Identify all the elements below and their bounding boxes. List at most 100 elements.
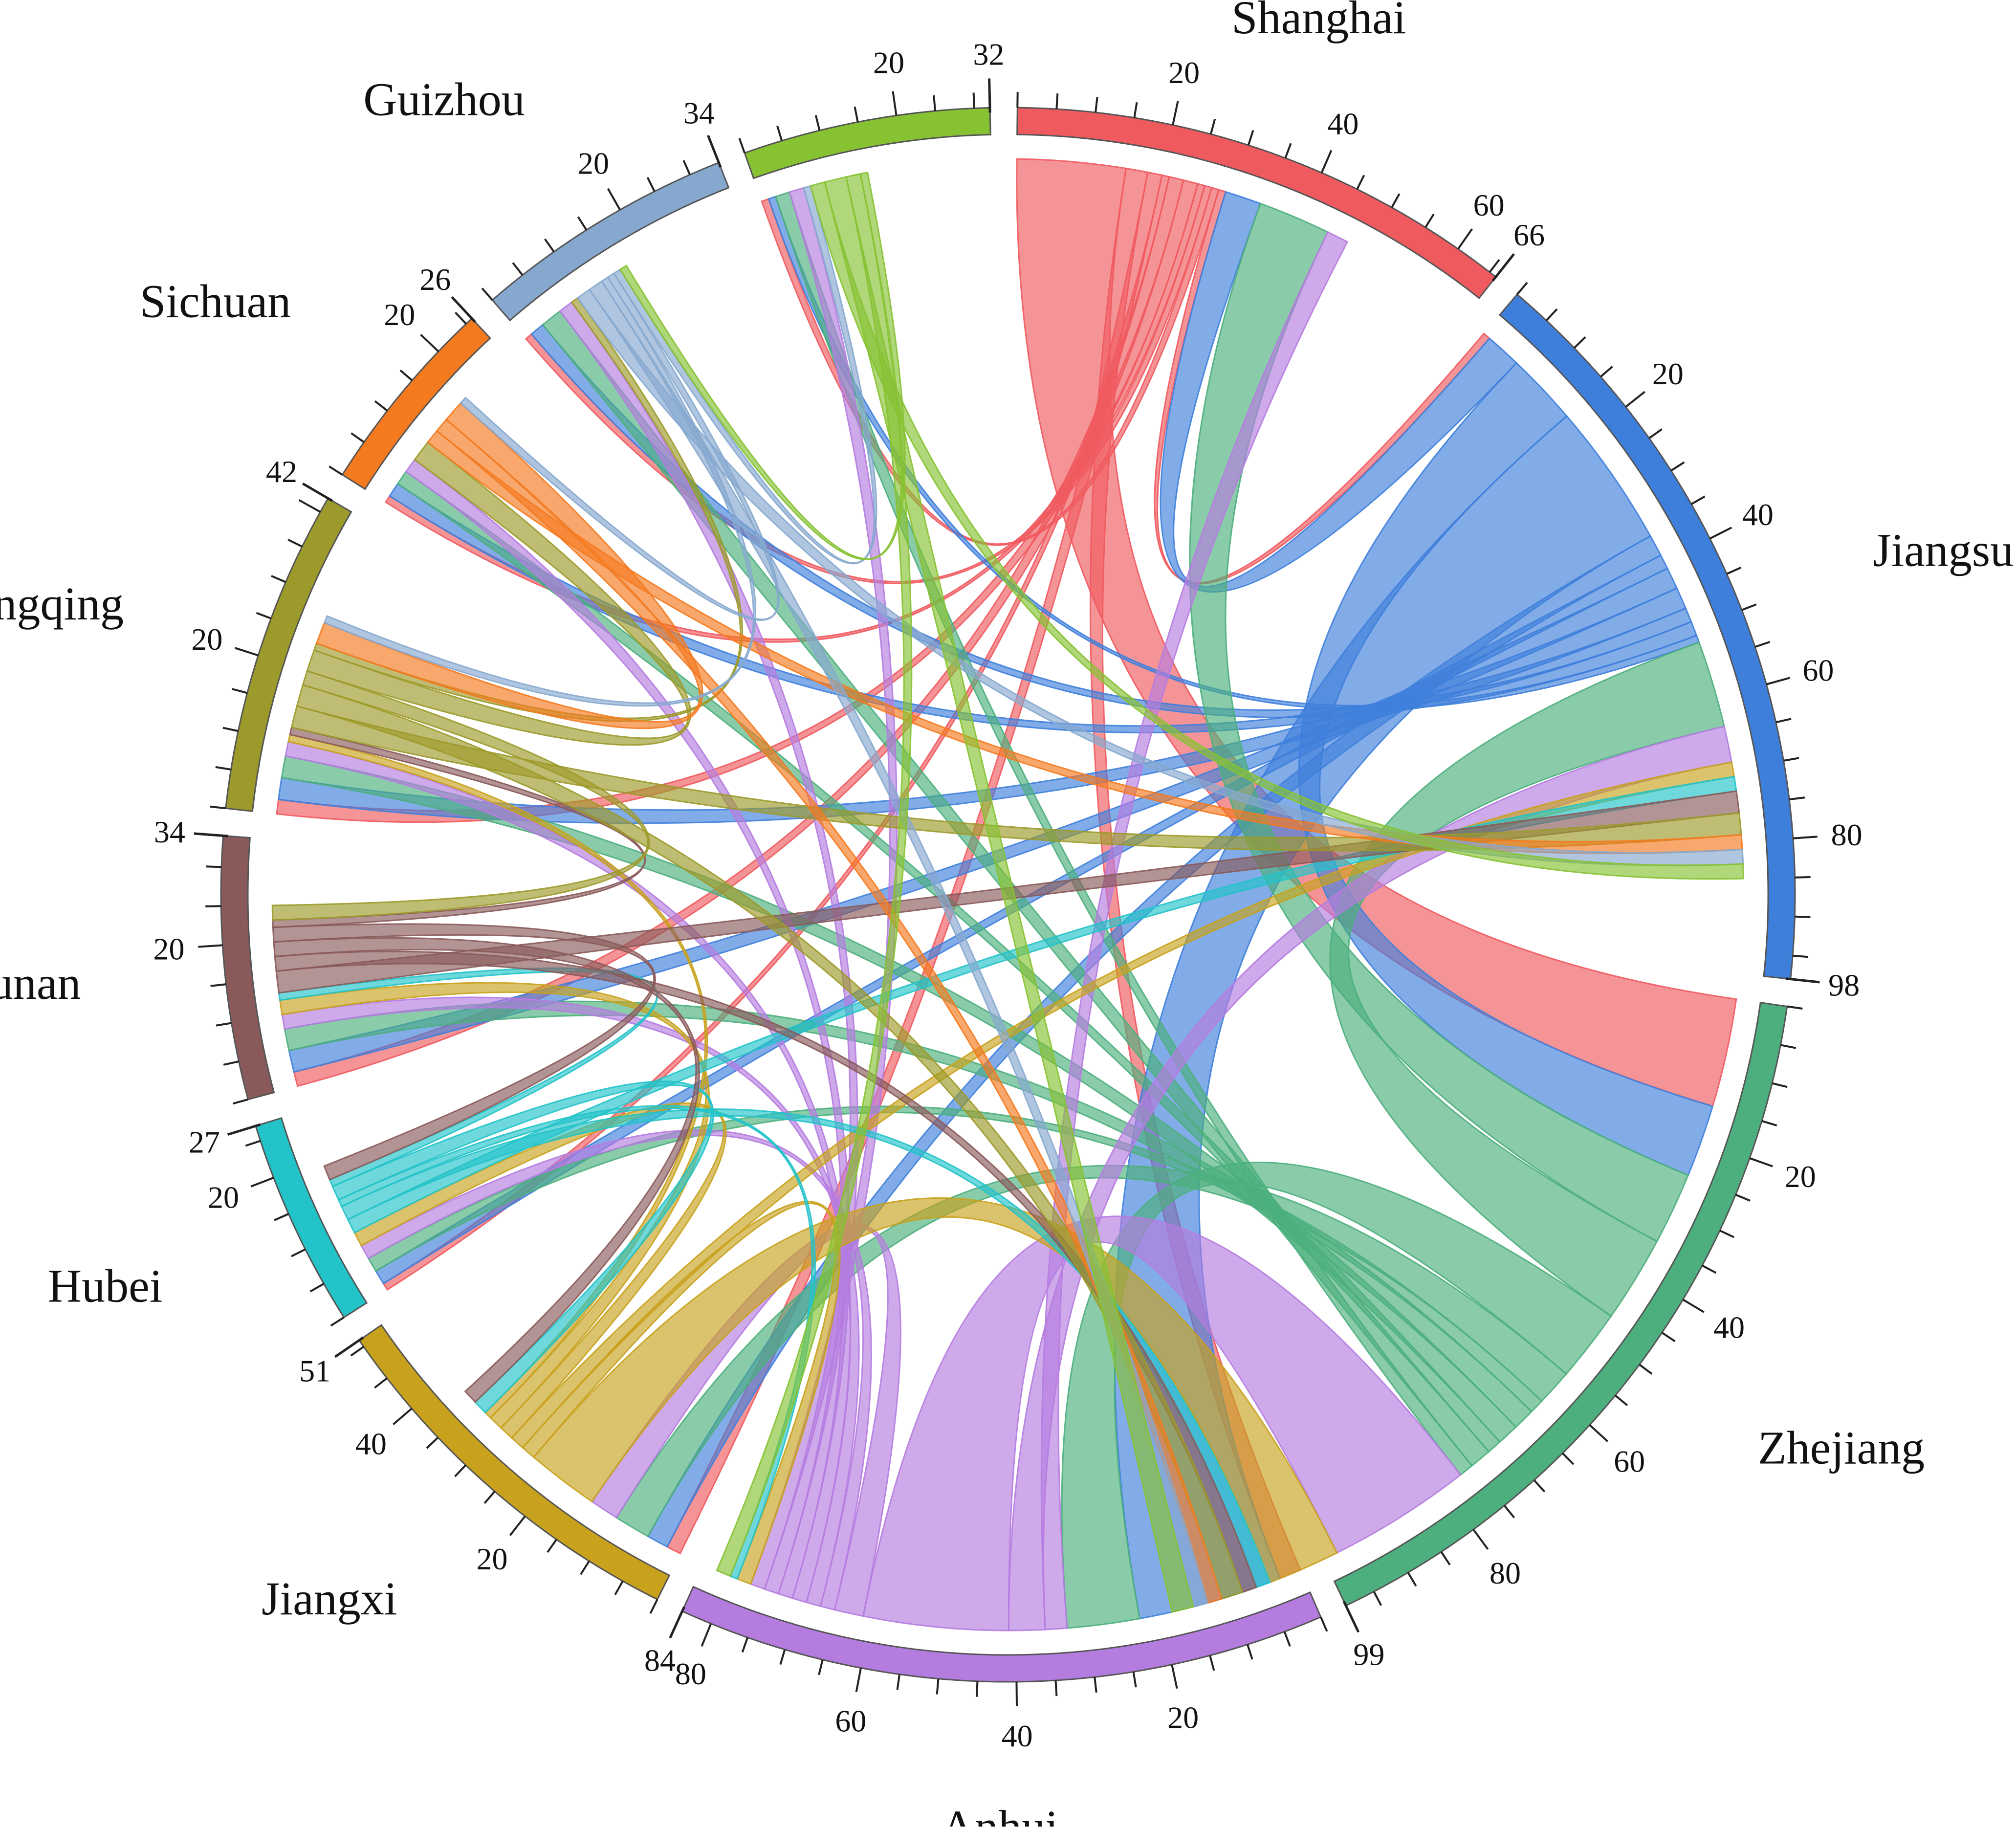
tick-mark xyxy=(1702,1265,1716,1273)
tick-mark xyxy=(510,1516,525,1535)
tick-label-anhui: 40 xyxy=(1002,1719,1033,1753)
tick-label-anhui: 84 xyxy=(644,1643,676,1678)
tick-mark xyxy=(1780,1045,1796,1048)
tick-mark xyxy=(1249,130,1253,145)
tick-mark xyxy=(1473,1529,1488,1549)
tick-mark xyxy=(223,728,238,731)
tick-mark xyxy=(206,866,221,867)
tick-mark xyxy=(937,1679,939,1695)
tick-label-chongqing: 20 xyxy=(191,622,222,657)
tick-mark xyxy=(288,540,302,547)
tick-mark xyxy=(299,500,320,512)
tick-mark xyxy=(1755,642,1770,647)
tick-mark xyxy=(351,433,364,442)
tick-mark xyxy=(1504,1505,1514,1518)
tick-label-anhui: 20 xyxy=(1167,1700,1199,1735)
region-label-shanghai: Shanghai xyxy=(1231,0,1406,44)
tick-mark xyxy=(608,189,620,210)
tick-mark xyxy=(1626,392,1645,407)
tick-mark xyxy=(1458,229,1472,249)
tick-mark xyxy=(1210,1655,1214,1671)
tick-label-hubei: 27 xyxy=(189,1124,220,1159)
tick-mark xyxy=(1615,1395,1627,1405)
region-arc-yunnan xyxy=(745,108,990,178)
tick-label-sichuan: 20 xyxy=(384,297,415,332)
tick-mark-end xyxy=(452,297,475,322)
tick-mark xyxy=(235,648,259,655)
region-label-guizhou: Guizhou xyxy=(363,73,525,125)
tick-label-sichuan: 26 xyxy=(419,262,451,297)
tick-mark xyxy=(1720,1231,1734,1237)
region-label-chongqing: Chongqing xyxy=(0,577,124,630)
tick-mark xyxy=(777,126,782,141)
tick-mark xyxy=(1662,1333,1675,1342)
tick-mark-end xyxy=(1493,254,1514,281)
tick-label-jiangsu: 40 xyxy=(1742,497,1774,532)
tick-label-jiangxi: 40 xyxy=(355,1427,387,1461)
tick-mark-end xyxy=(303,484,332,501)
tick-label-hunan: 20 xyxy=(153,931,185,966)
tick-mark xyxy=(484,1491,495,1503)
tick-mark xyxy=(374,1378,387,1388)
tick-mark xyxy=(1795,877,1811,878)
tick-mark xyxy=(1517,283,1527,294)
tick-mark xyxy=(1600,367,1612,377)
tick-label-hunan: 34 xyxy=(154,815,185,849)
tick-mark xyxy=(375,401,387,411)
tick-mark xyxy=(1096,97,1097,112)
region-label-jiangxi: Jiangxi xyxy=(262,1572,397,1625)
tick-mark xyxy=(1683,1300,1704,1312)
tick-mark xyxy=(856,1668,861,1692)
tick-mark xyxy=(1211,119,1215,134)
tick-mark xyxy=(855,107,858,122)
tick-mark xyxy=(1408,1572,1416,1586)
tick-label-zhejiang: 20 xyxy=(1785,1159,1816,1194)
tick-mark xyxy=(216,1023,232,1025)
tick-mark-end xyxy=(228,1124,261,1135)
tick-label-jiangsu: 60 xyxy=(1802,653,1834,687)
tick-mark xyxy=(1766,678,1790,684)
tick-label-shanghai: 40 xyxy=(1327,106,1359,141)
tick-mark xyxy=(198,945,222,947)
tick-mark xyxy=(1134,1672,1136,1687)
tick-mark xyxy=(1710,528,1732,539)
tick-mark xyxy=(1016,1682,1017,1706)
tick-mark xyxy=(1248,1645,1252,1659)
tick-mark xyxy=(513,263,523,275)
tick-mark xyxy=(1285,1631,1290,1646)
region-label-zhejiang: Zhejiang xyxy=(1758,1422,1925,1474)
ribbons-layer xyxy=(272,159,1743,1631)
tick-mark xyxy=(1534,1480,1544,1492)
tick-mark xyxy=(1490,260,1499,272)
region-label-anhui: Anhui xyxy=(941,1801,1058,1827)
tick-mark xyxy=(578,217,586,230)
tick-mark-end xyxy=(989,78,990,112)
tick-mark xyxy=(351,1347,364,1356)
tick-mark xyxy=(1562,1453,1574,1464)
tick-mark xyxy=(1322,150,1332,173)
tick-mark xyxy=(1787,1006,1803,1009)
region-label-jiangsu: Jiangsu xyxy=(1873,524,2014,576)
tick-mark xyxy=(210,807,226,809)
region-label-hubei: Hubei xyxy=(48,1259,163,1312)
tick-label-guizhou: 20 xyxy=(578,146,609,181)
tick-mark-end xyxy=(335,1338,363,1357)
tick-mark xyxy=(650,1599,657,1613)
tick-mark xyxy=(245,1141,260,1146)
tick-label-guizhou: 34 xyxy=(683,95,715,130)
tick-mark xyxy=(1425,214,1434,227)
tick-label-shanghai: 20 xyxy=(1168,55,1200,90)
tick-mark xyxy=(1392,194,1400,207)
tick-mark-end xyxy=(1786,979,1820,983)
tick-mark xyxy=(1671,462,1684,470)
tick-mark xyxy=(455,1465,466,1476)
tick-mark xyxy=(1776,719,1791,722)
tick-mark xyxy=(1649,429,1662,439)
tick-mark xyxy=(615,1581,623,1595)
tick-mark xyxy=(934,95,935,111)
tick-mark xyxy=(816,115,820,131)
tick-label-anhui: 80 xyxy=(675,1656,706,1691)
tick-mark xyxy=(1173,101,1178,125)
tick-mark xyxy=(545,239,554,252)
tick-mark xyxy=(898,1675,899,1690)
